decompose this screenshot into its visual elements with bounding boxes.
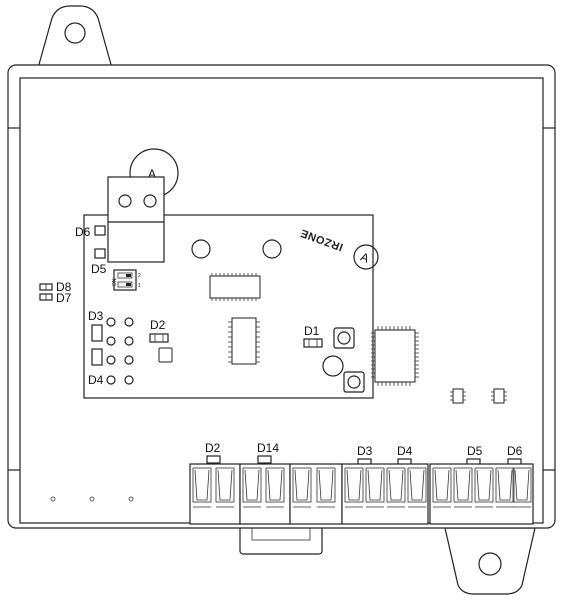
vertical-ic (228, 317, 260, 365)
label-d5-left: D5 (91, 262, 107, 276)
pcb-round-holes (191, 239, 282, 259)
dip-switch-on-label: ON (112, 278, 118, 286)
label-d3-bottom: D3 (357, 444, 373, 458)
led-d5-left (94, 248, 106, 259)
push-button-bottom (343, 371, 365, 393)
label-d4-left: D4 (88, 373, 104, 387)
push-button-top (333, 327, 355, 349)
round-capacitor (322, 355, 344, 377)
led-d2-bottom (206, 455, 221, 464)
top-terminal-block (107, 176, 165, 263)
label-d7: D7 (56, 291, 72, 305)
top-mounting-ear (37, 5, 113, 69)
smd-chip-left (450, 388, 466, 404)
label-d3-left: D3 (88, 309, 104, 323)
led-d6-left (94, 225, 106, 236)
led-d14 (257, 455, 272, 464)
label-d14: D14 (257, 441, 279, 455)
led-d8 (39, 283, 53, 291)
smd-chip-right (491, 388, 507, 404)
label-d4-bottom: D4 (397, 444, 413, 458)
round-component-logo: A (148, 167, 156, 181)
bottom-clip (239, 525, 323, 555)
label-d1: D1 (304, 324, 320, 338)
label-d6-bottom: D6 (507, 444, 523, 458)
led-d4-left (91, 348, 103, 366)
horizontal-ic (209, 273, 261, 301)
header-pin-holes (106, 317, 134, 385)
label-d5-bottom: D5 (467, 444, 483, 458)
dip-switch-pin-2: 2 (138, 273, 141, 279)
bottom-screw-dots (50, 496, 134, 502)
qfp-chip (371, 326, 419, 386)
bottom-mounting-ear (444, 527, 536, 595)
small-chip (158, 347, 173, 363)
led-d3-left (91, 324, 103, 342)
label-d2-bottom: D2 (205, 441, 221, 455)
led-d7 (39, 293, 53, 301)
bottom-terminal-blocks (189, 463, 534, 525)
led-d1 (303, 338, 323, 348)
label-d2-inner: D2 (150, 318, 166, 332)
dip-switch-pin-1: 1 (138, 283, 141, 289)
label-d8: D8 (56, 280, 72, 294)
label-d6-left: D6 (75, 225, 91, 239)
dip-switch: ON 2 1 (112, 269, 141, 291)
led-d2-inner (149, 333, 169, 343)
